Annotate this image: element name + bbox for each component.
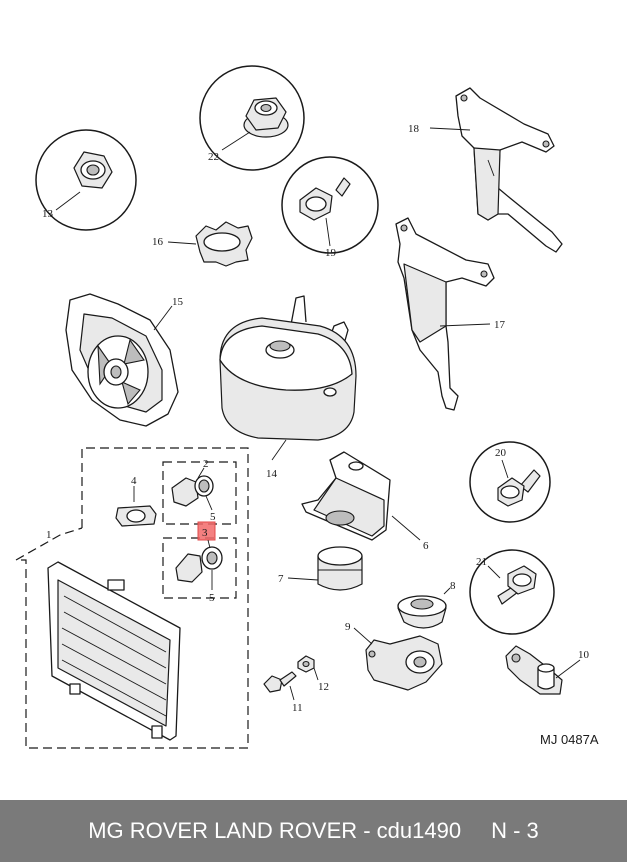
- callout-21: 20: [495, 447, 507, 459]
- callout-17: 16: [152, 236, 164, 248]
- part-21-bolt: [469, 441, 551, 523]
- part-3-sensor: [175, 539, 223, 590]
- part-6-bracket: [301, 451, 421, 541]
- part-15-nut: [35, 129, 137, 231]
- callout-20: 19: [325, 247, 337, 259]
- part-13-bolt: [469, 549, 555, 635]
- part-19-bracket: [429, 87, 563, 253]
- part-10-stud-bracket: [505, 645, 581, 695]
- highlight-marker: [197, 521, 216, 541]
- callout-19: 18: [408, 123, 420, 135]
- part-22-flange-nut: [199, 65, 305, 171]
- part-7-bush: [287, 546, 363, 591]
- part-4-sensor-clip: [115, 486, 157, 527]
- part-12-nut: [297, 655, 319, 681]
- part-14-cooling-fan: [65, 293, 179, 427]
- callout-1: 1: [46, 529, 52, 541]
- part-11-bolt: [263, 671, 297, 701]
- parts-diagram: 13 22 19 16 18: [15, 65, 599, 749]
- callout-18: 17: [494, 319, 506, 331]
- callout-4: 4: [131, 475, 137, 487]
- footer-title: MG ROVER LAND ROVER - cdu1490: [88, 818, 462, 843]
- callout-5-lower: 5: [209, 592, 215, 604]
- callout-7: 7: [278, 573, 284, 585]
- callout-2: 2: [203, 458, 209, 470]
- callout-8: 8: [450, 580, 456, 592]
- callout-14: 15: [172, 296, 184, 308]
- part-20-bolt: [281, 156, 379, 254]
- callout-3: 3: [202, 527, 208, 539]
- part-8-grommet: [397, 587, 451, 629]
- part-16-expansion-tank: [219, 295, 357, 461]
- part-18-bracket: [395, 217, 495, 411]
- callout-16: 14: [266, 468, 278, 480]
- callout-12: 12: [318, 681, 329, 693]
- footer-page-number: N - 3: [491, 818, 539, 843]
- callout-5-upper: 5: [210, 511, 216, 523]
- callout-11: 11: [292, 702, 303, 714]
- footer-bar: MG ROVER LAND ROVER - cdu1490 N - 3: [0, 800, 627, 862]
- callout-13: 21: [476, 556, 487, 568]
- part-17-filler-cap: [167, 221, 253, 267]
- callout-9: 9: [345, 621, 351, 633]
- callout-22: 22: [208, 151, 219, 163]
- exploded-view-drawing: 13 22 19 16 18: [15, 65, 599, 749]
- callout-10: 10: [578, 649, 590, 661]
- part-9-mount: [353, 627, 443, 691]
- callout-15: 13: [42, 208, 54, 220]
- callout-6: 6: [423, 540, 429, 552]
- part-2-sensor: [171, 467, 214, 511]
- part-radiator: [47, 561, 181, 741]
- diagram-reference-code: MJ 0487A: [540, 732, 599, 747]
